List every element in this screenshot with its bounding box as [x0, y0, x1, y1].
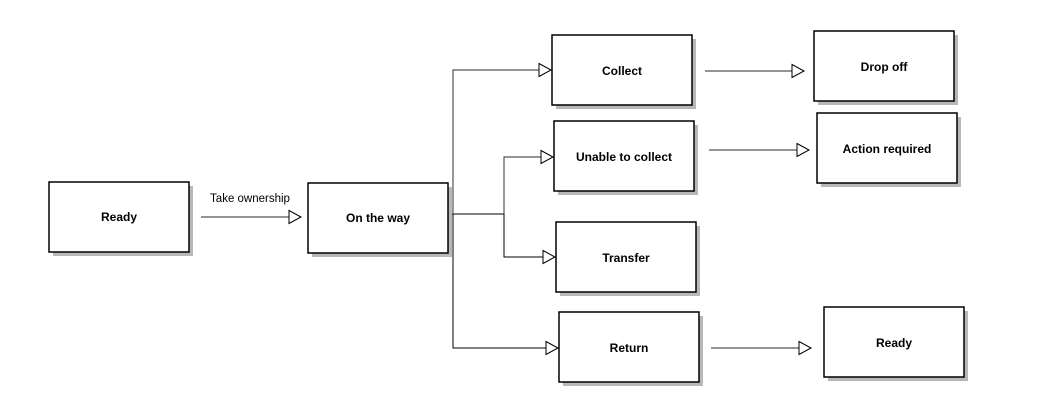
state-node-action-required: Action required [816, 112, 961, 187]
state-node-collect: Collect [551, 34, 696, 109]
arrowhead-icon [545, 340, 560, 356]
node-label: Ready [101, 210, 137, 224]
state-node-transfer: Transfer [555, 221, 700, 296]
node-label: Drop off [861, 60, 909, 74]
state-node-ready-start: Ready [48, 181, 193, 256]
state-node-drop-off: Drop off [813, 30, 958, 105]
arrowhead-icon [538, 62, 553, 78]
edge-on-the-way-to-return [452, 214, 546, 349]
state-node-on-the-way: On the way [307, 182, 452, 257]
state-node-unable-to-collect: Unable to collect [553, 120, 698, 195]
node-label: Transfer [602, 251, 650, 265]
state-node-return: Return [558, 311, 703, 386]
arrowhead-icon [288, 209, 303, 225]
arrowhead-icon [796, 142, 811, 158]
edge-on-the-way-to-collect [452, 69, 539, 214]
node-label: Return [610, 341, 649, 355]
node-label: Collect [602, 64, 642, 78]
node-label: Ready [876, 336, 912, 350]
state-node-ready-end: Ready [823, 306, 968, 381]
node-label: Action required [843, 142, 932, 156]
connectors [201, 62, 813, 356]
arrowhead-icon [540, 149, 555, 165]
edge-on-the-way-to-transfer [503, 214, 543, 258]
node-label: Unable to collect [576, 150, 672, 164]
node-label: On the way [346, 211, 410, 225]
edge-label-take-ownership: Take ownership [210, 193, 290, 205]
arrowhead-icon [542, 249, 557, 265]
edge-on-the-way-to-unable-to-collect [503, 156, 541, 214]
arrowhead-icon [798, 340, 813, 356]
arrowhead-icon [791, 63, 806, 79]
